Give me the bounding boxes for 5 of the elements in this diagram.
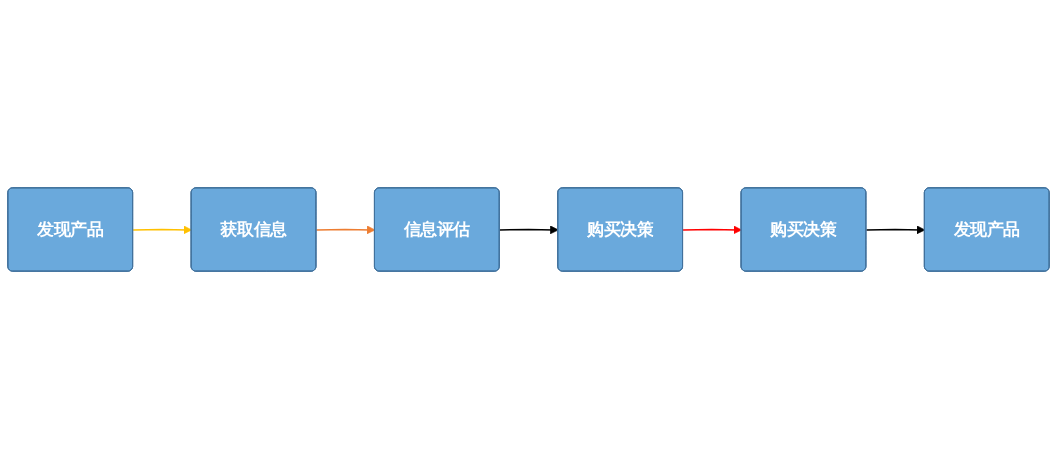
arrow <box>499 225 559 235</box>
arrow <box>682 225 742 235</box>
arrow <box>315 225 376 235</box>
arrow <box>132 225 192 235</box>
arrow <box>865 225 926 235</box>
